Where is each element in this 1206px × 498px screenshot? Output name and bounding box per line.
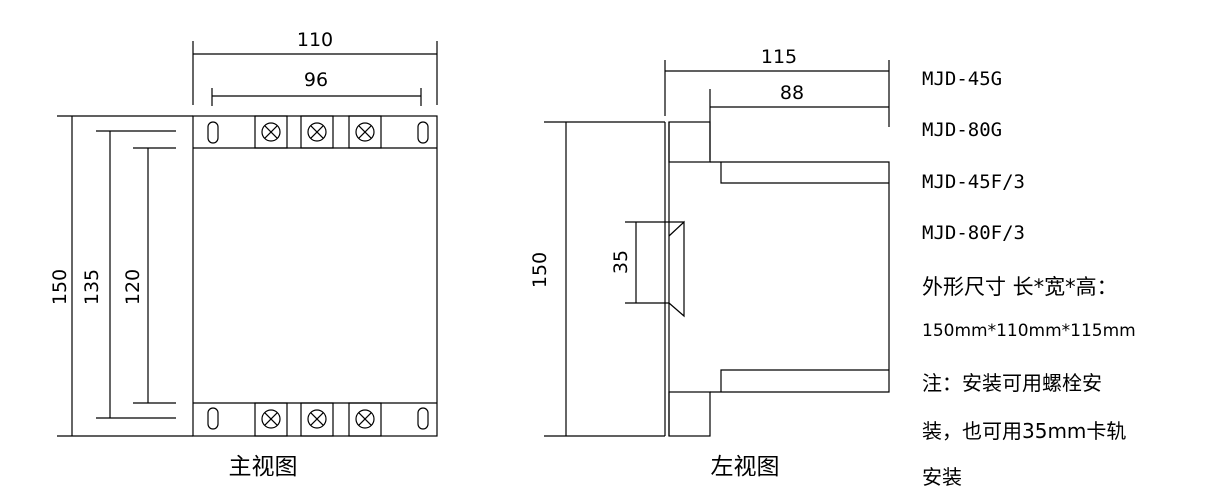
side-dim-35: 35 [610,250,632,274]
dimensions-value: 150mm*110mm*115mm [922,321,1136,341]
slot-hole-icon [207,407,219,430]
side-dim-115: 115 [761,46,797,68]
front-view: 110 96 [49,29,438,480]
side-view-caption: 左视图 [711,454,780,480]
front-dim-150: 150 [49,269,71,305]
install-note-line: 安装 [922,465,962,489]
model-label: MJD-80G [922,119,1003,141]
slot-hole-icon [417,121,429,144]
screw-icon [261,122,281,142]
side-top-block [668,121,711,163]
slot-hole-icon [417,407,429,430]
terminal-block [348,402,382,437]
screw-icon [355,409,375,429]
terminal-block [254,402,288,437]
front-dim-120: 120 [122,269,144,305]
screw-icon [261,409,281,429]
slot-hole-icon [207,121,219,144]
front-body [192,115,438,437]
side-dim-88: 88 [780,82,804,104]
side-view: 115 88 35 150 左视图 [529,46,890,480]
install-note-line: 装，也可用35mm卡轨 [922,419,1127,443]
side-dim-150: 150 [529,252,551,288]
terminal-block [254,115,288,149]
terminal-block [348,115,382,149]
front-dim-135: 135 [81,269,103,305]
screw-icon [307,122,327,142]
front-view-caption: 主视图 [229,454,298,480]
model-label: MJD-45F/3 [922,171,1025,193]
model-label: MJD-45G [922,68,1003,90]
dimensions-label: 外形尺寸 长*宽*高： [922,275,1118,299]
front-dim-110: 110 [297,29,333,51]
terminal-block [300,115,334,149]
model-label: MJD-80F/3 [922,222,1025,244]
install-note-line: 注：安装可用螺栓安 [922,371,1102,395]
screw-icon [307,409,327,429]
screw-icon [355,122,375,142]
terminal-block [300,402,334,437]
side-bottom-block [668,391,711,437]
front-dim-96: 96 [304,69,328,91]
